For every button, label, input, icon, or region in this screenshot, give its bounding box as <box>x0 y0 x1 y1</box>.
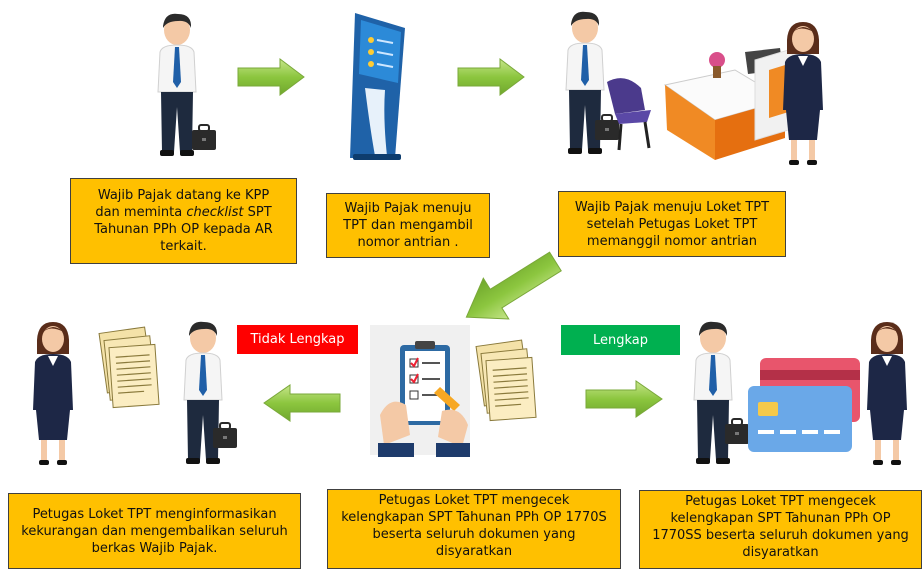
step1-box: Wajib Pajak datang ke KPP dan meminta ch… <box>70 178 297 264</box>
arrow-check-to-incomplete <box>263 384 341 422</box>
arrow-step1-to-step2 <box>237 58 305 96</box>
officer-accepts-documents-scene <box>693 321 907 465</box>
step3-box: Wajib Pajak menuju Loket TPT setelah Pet… <box>558 191 786 257</box>
check-1770ss-box: Petugas Loket TPT mengecek kelengkapan S… <box>639 490 922 569</box>
incomplete-label: Tidak Lengkap <box>237 325 358 354</box>
arrow-check-to-complete <box>585 380 663 418</box>
officer-returns-documents-scene <box>33 321 238 465</box>
incomplete-result-box: Petugas Loket TPT menginformasikan kekur… <box>8 493 301 569</box>
taxpayer-figure <box>157 13 217 157</box>
queue-kiosk-icon <box>350 13 405 160</box>
step2-box: Wajib Pajak menuju TPT dan mengambil nom… <box>326 193 490 258</box>
complete-label: Lengkap <box>561 325 680 355</box>
step1-line1: Wajib Pajak datang ke KPP <box>97 188 270 203</box>
step1-line3: Tahunan PPh OP kepada AR <box>94 222 273 237</box>
arrow-step3-to-check <box>465 251 562 320</box>
step1-line2: dan meminta checklist SPT <box>95 205 272 220</box>
service-counter-scene <box>565 11 823 165</box>
check-1770s-box: Petugas Loket TPT mengecek kelengkapan S… <box>327 489 621 569</box>
checklist-scene <box>370 325 537 457</box>
step1-line4: terkait. <box>160 239 207 254</box>
arrow-step2-to-step3 <box>457 58 525 96</box>
